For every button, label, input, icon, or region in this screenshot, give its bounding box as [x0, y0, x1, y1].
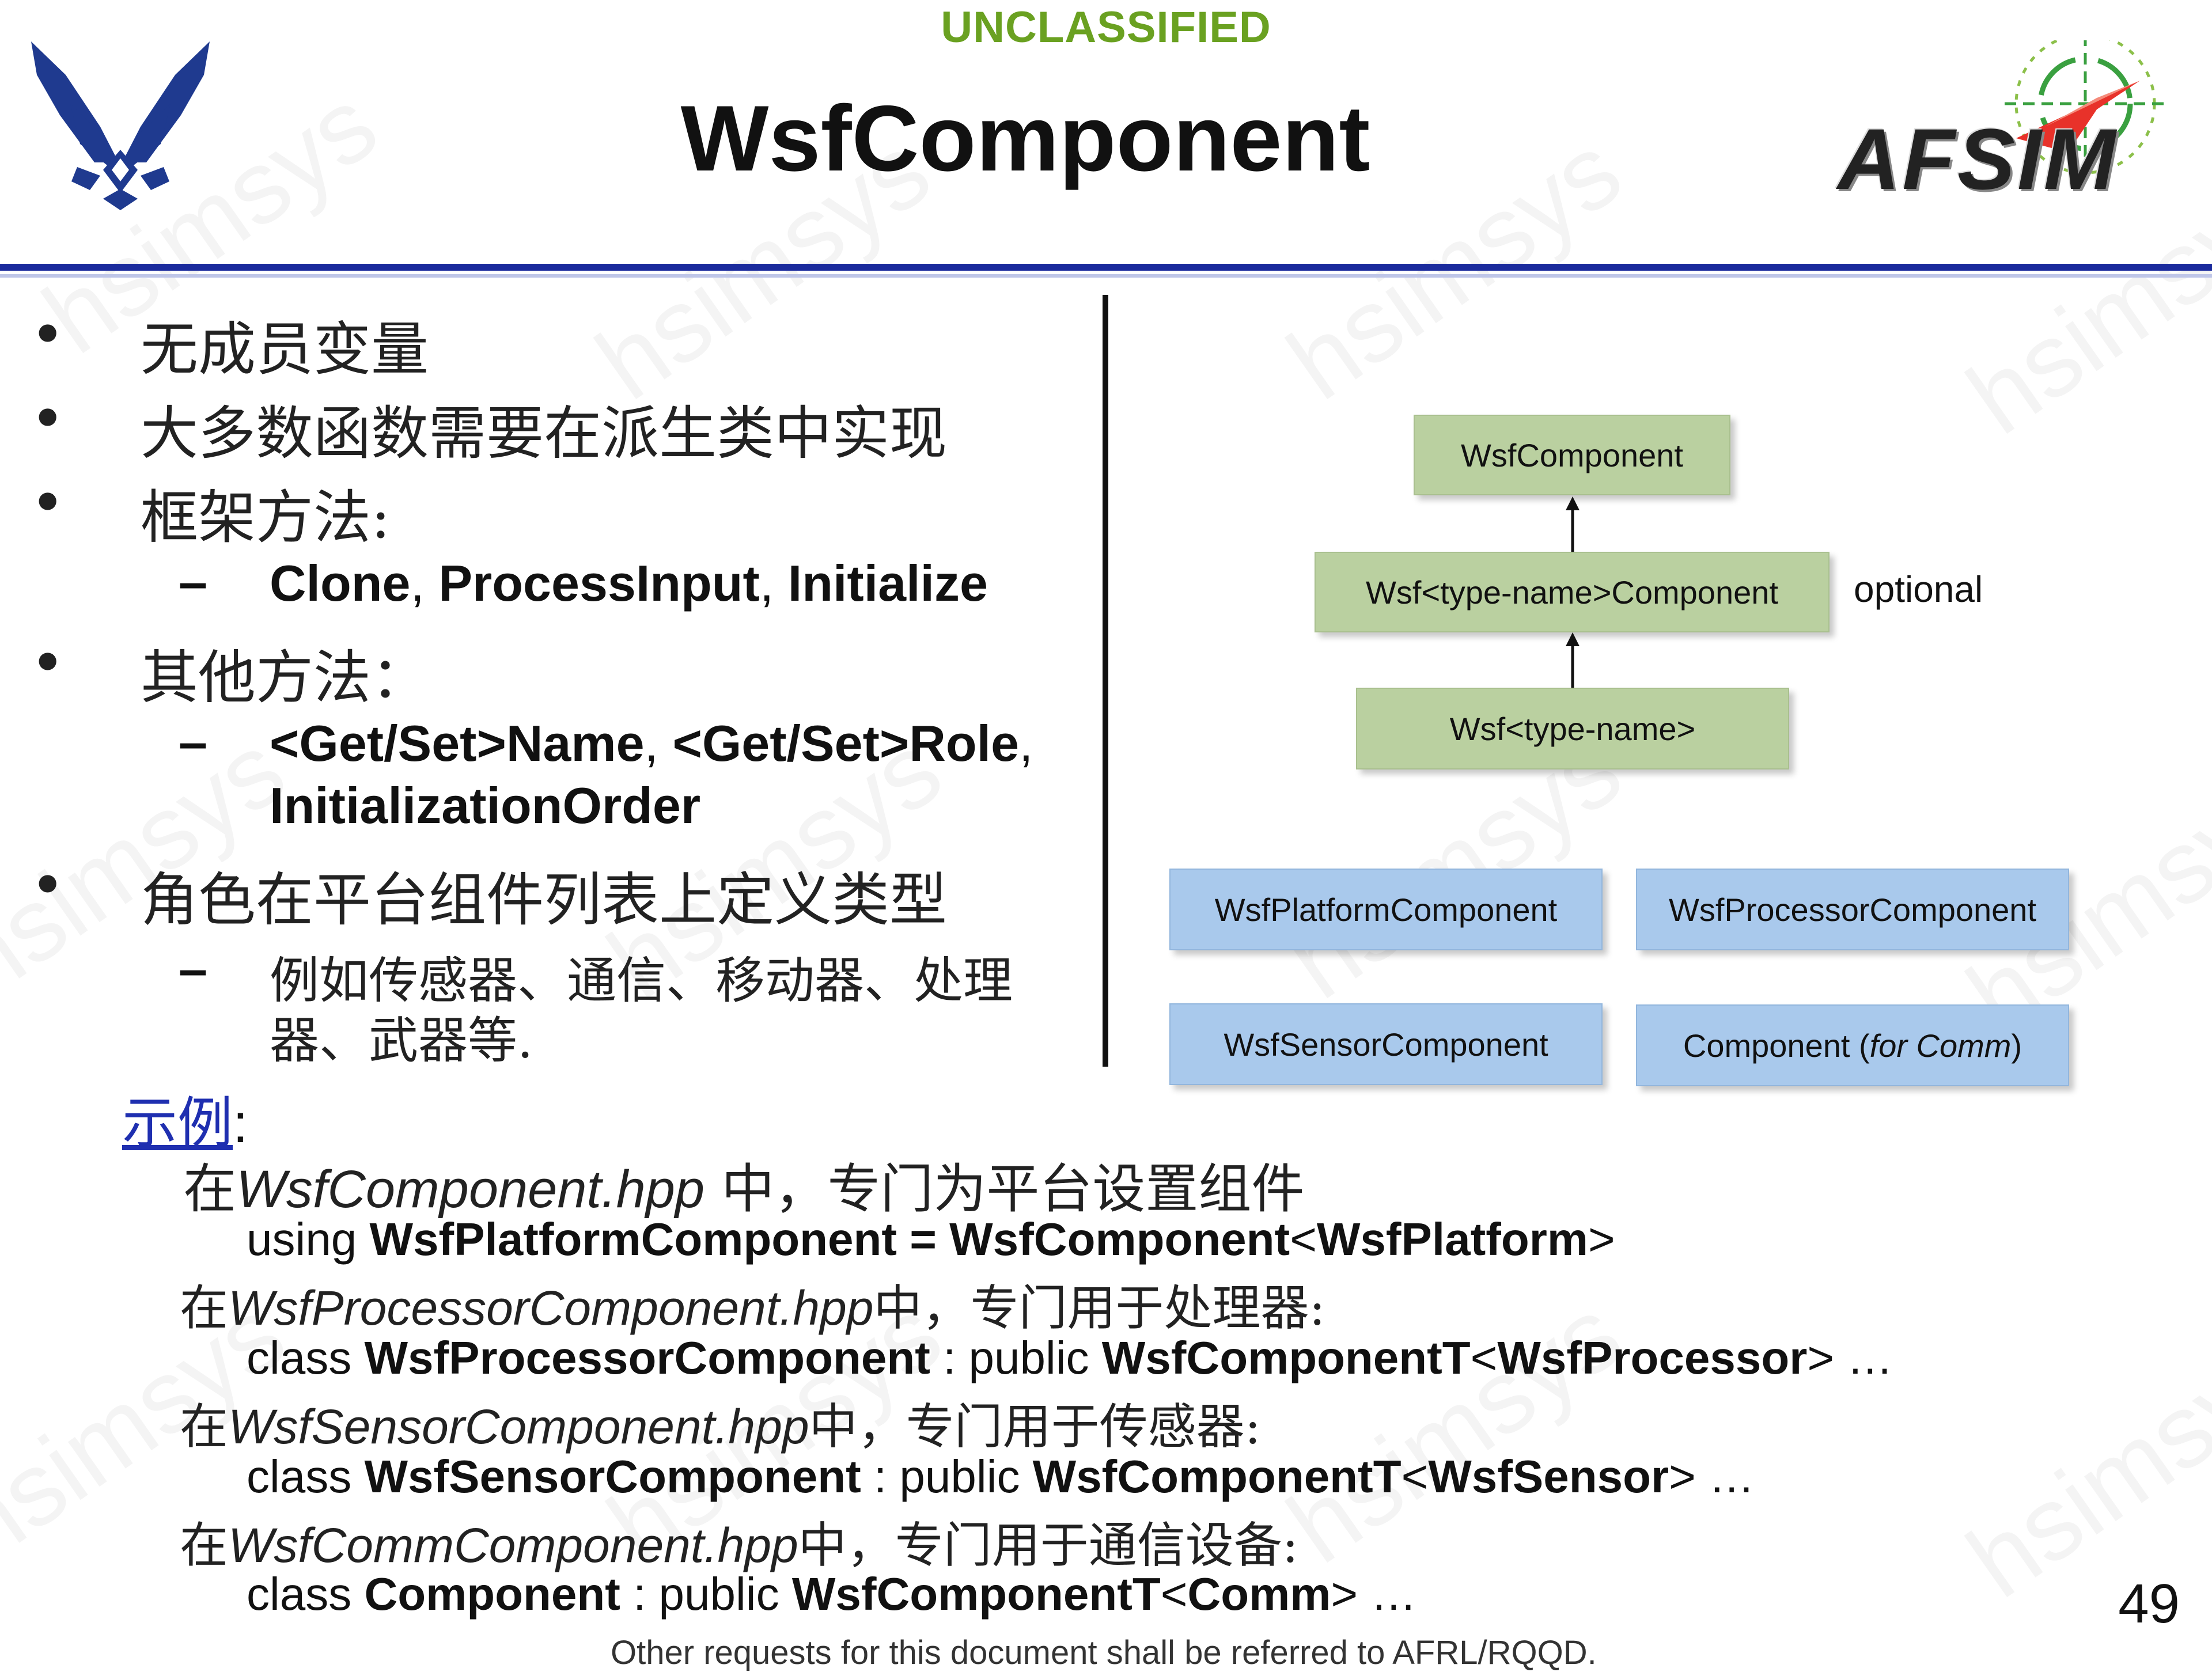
diagram-box-type-component: Wsf<type-name>Component: [1315, 552, 1830, 632]
roles-example-line2: 器、武器等.: [270, 1012, 533, 1070]
diagram-box-wsfcomponent: WsfComponent: [1414, 415, 1730, 495]
afsim-target-icon: [2005, 33, 2166, 175]
example-intro-processor: 在WsfProcessorComponent.hpp中，专门用于处理器:: [180, 1280, 1325, 1336]
example-intro-sensor: 在WsfSensorComponent.hpp中，专门用于传感器:: [180, 1398, 1261, 1455]
page-title: WsfComponent: [680, 86, 1370, 191]
code-line-platform: using WsfPlatformComponent = WsfComponen…: [247, 1214, 1615, 1265]
bullet-glyph: •: [30, 468, 66, 538]
example-heading: 示例:: [122, 1091, 248, 1155]
air-force-wings-logo: [25, 35, 215, 213]
inheritance-arrow-icon: [1566, 496, 1580, 552]
example-intro-platform: 在WsfComponent.hpp 中，专门为平台设置组件: [183, 1158, 1305, 1220]
diagram-box-processor-component: WsfProcessorComponent: [1636, 869, 2069, 950]
bullet-text-5: 角色在平台组件列表上定义类型: [141, 866, 947, 934]
header-rule-shadow: [0, 274, 2212, 278]
roles-example-line1: 例如传感器、通信、移动器、处理: [270, 952, 1013, 1010]
optional-note: optional: [1854, 568, 1983, 610]
column-divider: [1103, 295, 1108, 1067]
framework-methods: Clone, ProcessInput, Initialize: [270, 555, 988, 612]
sub-bullet-dash: –: [179, 714, 208, 771]
bullet-text-4: 其他方法：: [141, 644, 429, 711]
bullet-text-2: 大多数函数需要在派生类中实现: [141, 400, 947, 467]
example-link[interactable]: 示例: [122, 1091, 233, 1155]
other-methods-line2: InitializationOrder: [270, 777, 701, 834]
bullet-text-3: 框架方法:: [141, 484, 391, 551]
bullet-glyph: •: [30, 299, 66, 370]
diagram-box-type-name: Wsf<type-name>: [1356, 688, 1789, 769]
afsim-logo: AFSIM: [1826, 33, 2183, 213]
header-rule: [0, 264, 2212, 271]
diagram-box-sensor-component: WsfSensorComponent: [1169, 1003, 1603, 1085]
sub-bullet-dash: –: [179, 941, 208, 998]
bullet-glyph: •: [30, 628, 66, 698]
bullet-text-1: 无成员变量: [141, 316, 429, 383]
bullet-glyph: •: [30, 384, 66, 454]
diagram-box-platform-component: WsfPlatformComponent: [1169, 869, 1603, 950]
distribution-footer: Other requests for this document shall b…: [611, 1634, 1597, 1671]
sub-bullet-dash: –: [179, 553, 208, 611]
page-number: 49: [2118, 1573, 2180, 1635]
wings-icon: [31, 41, 210, 210]
other-methods-line1: <Get/Set>Name, <Get/Set>Role,: [270, 715, 1033, 772]
classification-banner: UNCLASSIFIED: [941, 3, 1271, 52]
code-line-sensor: class WsfSensorComponent : public WsfCom…: [247, 1451, 1755, 1502]
code-line-comm: class Component : public WsfComponentT<C…: [247, 1568, 1417, 1620]
diagram-box-comm-component: Component (for Comm): [1636, 1004, 2069, 1086]
code-line-processor: class WsfProcessorComponent : public Wsf…: [247, 1332, 1893, 1383]
inheritance-arrow-icon: [1566, 632, 1580, 688]
afsim-logo-text: AFSIM: [1838, 111, 2118, 207]
example-intro-comm: 在WsfCommComponent.hpp中，专门用于通信设备:: [180, 1517, 1299, 1574]
bullet-glyph: •: [30, 850, 66, 920]
